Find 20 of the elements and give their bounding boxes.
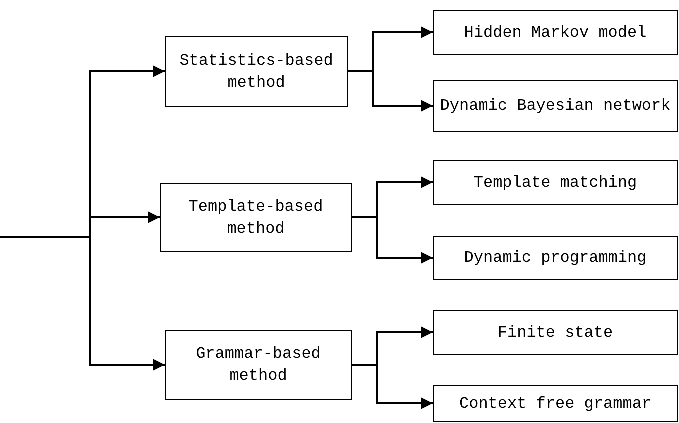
- box-label: Template matching: [474, 172, 638, 194]
- process-box: [165, 36, 348, 107]
- process-box: [433, 10, 678, 55]
- box-label: Finite state: [498, 322, 614, 344]
- arrow: [0, 236, 165, 371]
- process-box: [165, 330, 352, 400]
- box-label: Dynamic Bayesian network: [440, 96, 671, 117]
- arrow: [352, 216, 433, 264]
- box-label: Hidden Markov model: [464, 22, 647, 44]
- process-box: [433, 236, 678, 280]
- process-box: [433, 160, 678, 205]
- process-box: [160, 183, 352, 252]
- box-label: Grammar-based method: [195, 344, 322, 387]
- process-box: [433, 310, 678, 355]
- box-label: Context free grammar: [459, 394, 652, 414]
- box-label: Dynamic programming: [464, 248, 647, 269]
- box-label: Template-based method: [188, 196, 324, 240]
- box-label: Statistics-based method: [178, 50, 334, 94]
- process-box: [433, 80, 678, 132]
- process-box: [433, 385, 678, 422]
